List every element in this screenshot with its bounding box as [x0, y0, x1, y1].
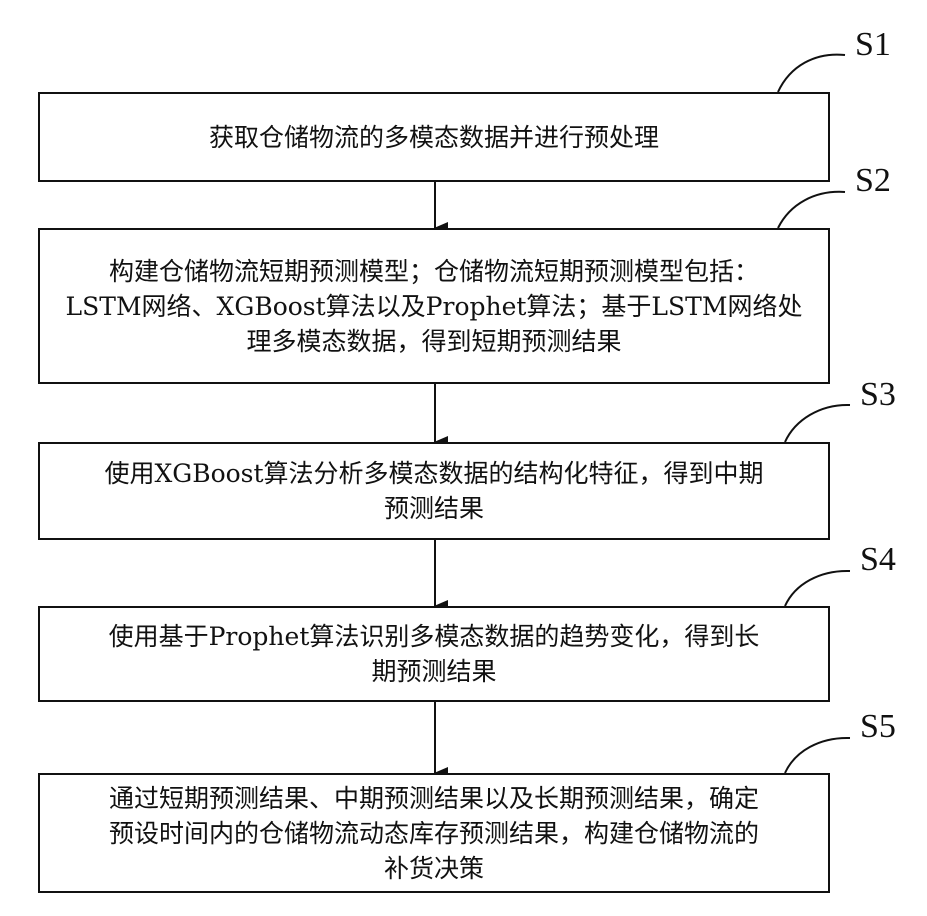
s3-leader-curve — [785, 405, 850, 442]
s4-leader-curve — [785, 571, 850, 606]
step-text-s5: 通过短期预测结果、中期预测结果以及长期预测结果，确定 预设时间内的仓储物流动态库… — [95, 781, 773, 886]
step-label-s4: S4 — [860, 543, 896, 577]
step-text-s3: 使用XGBoost算法分析多模态数据的结构化特征，得到中期 预测结果 — [90, 456, 777, 526]
step-box-s3: 使用XGBoost算法分析多模态数据的结构化特征，得到中期 预测结果 — [38, 442, 830, 540]
step-label-s5: S5 — [860, 710, 896, 744]
step-text-s1: 获取仓储物流的多模态数据并进行预处理 — [195, 120, 673, 155]
s5-leader-curve — [785, 738, 850, 773]
s1-leader-curve — [778, 55, 845, 92]
step-label-s3: S3 — [860, 378, 896, 412]
step-text-s4: 使用基于Prophet算法识别多模态数据的趋势变化，得到长 期预测结果 — [95, 619, 774, 689]
step-box-s4: 使用基于Prophet算法识别多模态数据的趋势变化，得到长 期预测结果 — [38, 606, 830, 702]
s2-leader-curve — [778, 192, 845, 228]
step-label-s2: S2 — [855, 164, 891, 198]
step-text-s2: 构建仓储物流短期预测模型；仓储物流短期预测模型包括： LSTM网络、XGBoos… — [52, 254, 817, 359]
step-box-s5: 通过短期预测结果、中期预测结果以及长期预测结果，确定 预设时间内的仓储物流动态库… — [38, 773, 830, 893]
step-label-s1: S1 — [855, 28, 891, 62]
step-box-s2: 构建仓储物流短期预测模型；仓储物流短期预测模型包括： LSTM网络、XGBoos… — [38, 228, 830, 384]
step-box-s1: 获取仓储物流的多模态数据并进行预处理 — [38, 92, 830, 182]
